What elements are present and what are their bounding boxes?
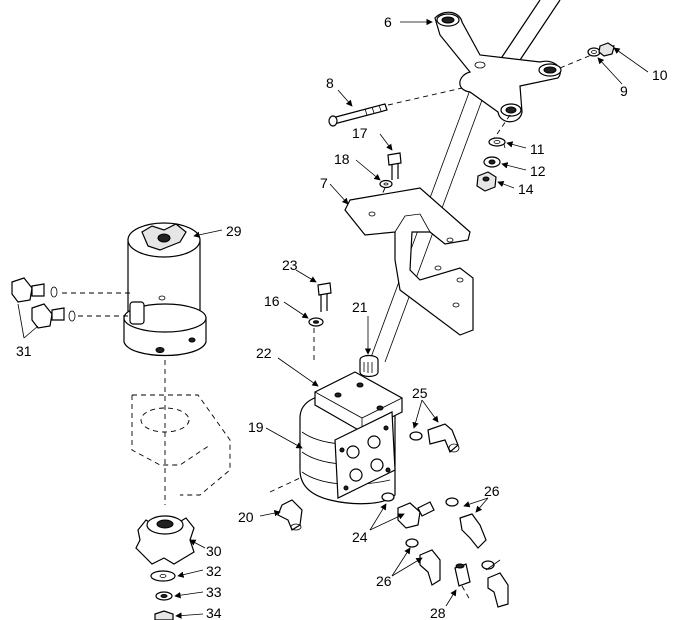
callout-labels: 6 10 9 8 11 17 12 18 14 7 29 23 16 21 31…	[16, 14, 668, 620]
callout-32: 32	[206, 563, 222, 579]
fittings-part-31	[11, 277, 76, 329]
nut-part-14	[476, 171, 497, 192]
callout-9: 9	[620, 83, 628, 99]
washer-part-16	[308, 317, 324, 327]
callout-22: 22	[256, 345, 272, 361]
callout-26-upper: 26	[484, 483, 500, 499]
nut-part-10	[598, 42, 615, 57]
input-coupler-part-21	[359, 354, 379, 378]
callout-18: 18	[334, 151, 350, 167]
fitting-part-24	[381, 492, 435, 548]
steering-arm-part-6	[434, 11, 562, 123]
elbow-fitting-part-26-upper	[445, 497, 487, 549]
callout-14: 14	[518, 181, 534, 197]
callout-34: 34	[206, 605, 222, 620]
callout-29: 29	[226, 223, 242, 239]
callout-20: 20	[238, 509, 254, 525]
callout-26-lower: 26	[376, 573, 392, 589]
callout-33: 33	[206, 584, 222, 600]
fitting-part-28	[454, 563, 471, 587]
valve-block-part-22	[314, 371, 403, 433]
callout-8: 8	[326, 75, 334, 91]
washer-part-11	[488, 137, 506, 147]
bolt-part-8	[328, 103, 388, 127]
mount-outline	[131, 360, 231, 505]
elbow-fitting-part-25	[409, 423, 460, 454]
callout-31: 31	[16, 343, 32, 359]
callout-10: 10	[652, 67, 668, 83]
hydraulic-motor-part-29	[123, 222, 207, 356]
washer-part-32	[150, 570, 176, 582]
callout-6: 6	[384, 14, 392, 30]
callout-19: 19	[248, 419, 264, 435]
elbow-fitting-part-26-lower	[419, 549, 509, 608]
bolt-part-17	[387, 152, 402, 180]
nut-part-34	[154, 610, 174, 620]
callout-25: 25	[412, 385, 428, 401]
callout-7: 7	[320, 175, 328, 191]
callout-17: 17	[352, 125, 368, 141]
washer-part-18	[379, 179, 393, 189]
mounting-bracket-part-7	[344, 187, 474, 336]
washer-part-9	[587, 47, 601, 57]
elbow-fitting-part-20	[277, 499, 303, 531]
lockwasher-part-12	[483, 156, 501, 168]
lockwasher-part-33	[155, 591, 173, 601]
port-face	[334, 411, 396, 499]
sprocket-part-30	[135, 515, 195, 565]
callout-21: 21	[352, 299, 368, 315]
callout-23: 23	[282, 257, 298, 273]
callout-30: 30	[206, 543, 222, 559]
callout-16: 16	[264, 293, 280, 309]
bolt-part-23	[317, 282, 332, 312]
leader-lines	[17, 18, 649, 619]
callout-28: 28	[430, 605, 446, 620]
callout-12: 12	[530, 163, 546, 179]
callout-11: 11	[530, 141, 545, 157]
callout-24: 24	[352, 529, 368, 545]
